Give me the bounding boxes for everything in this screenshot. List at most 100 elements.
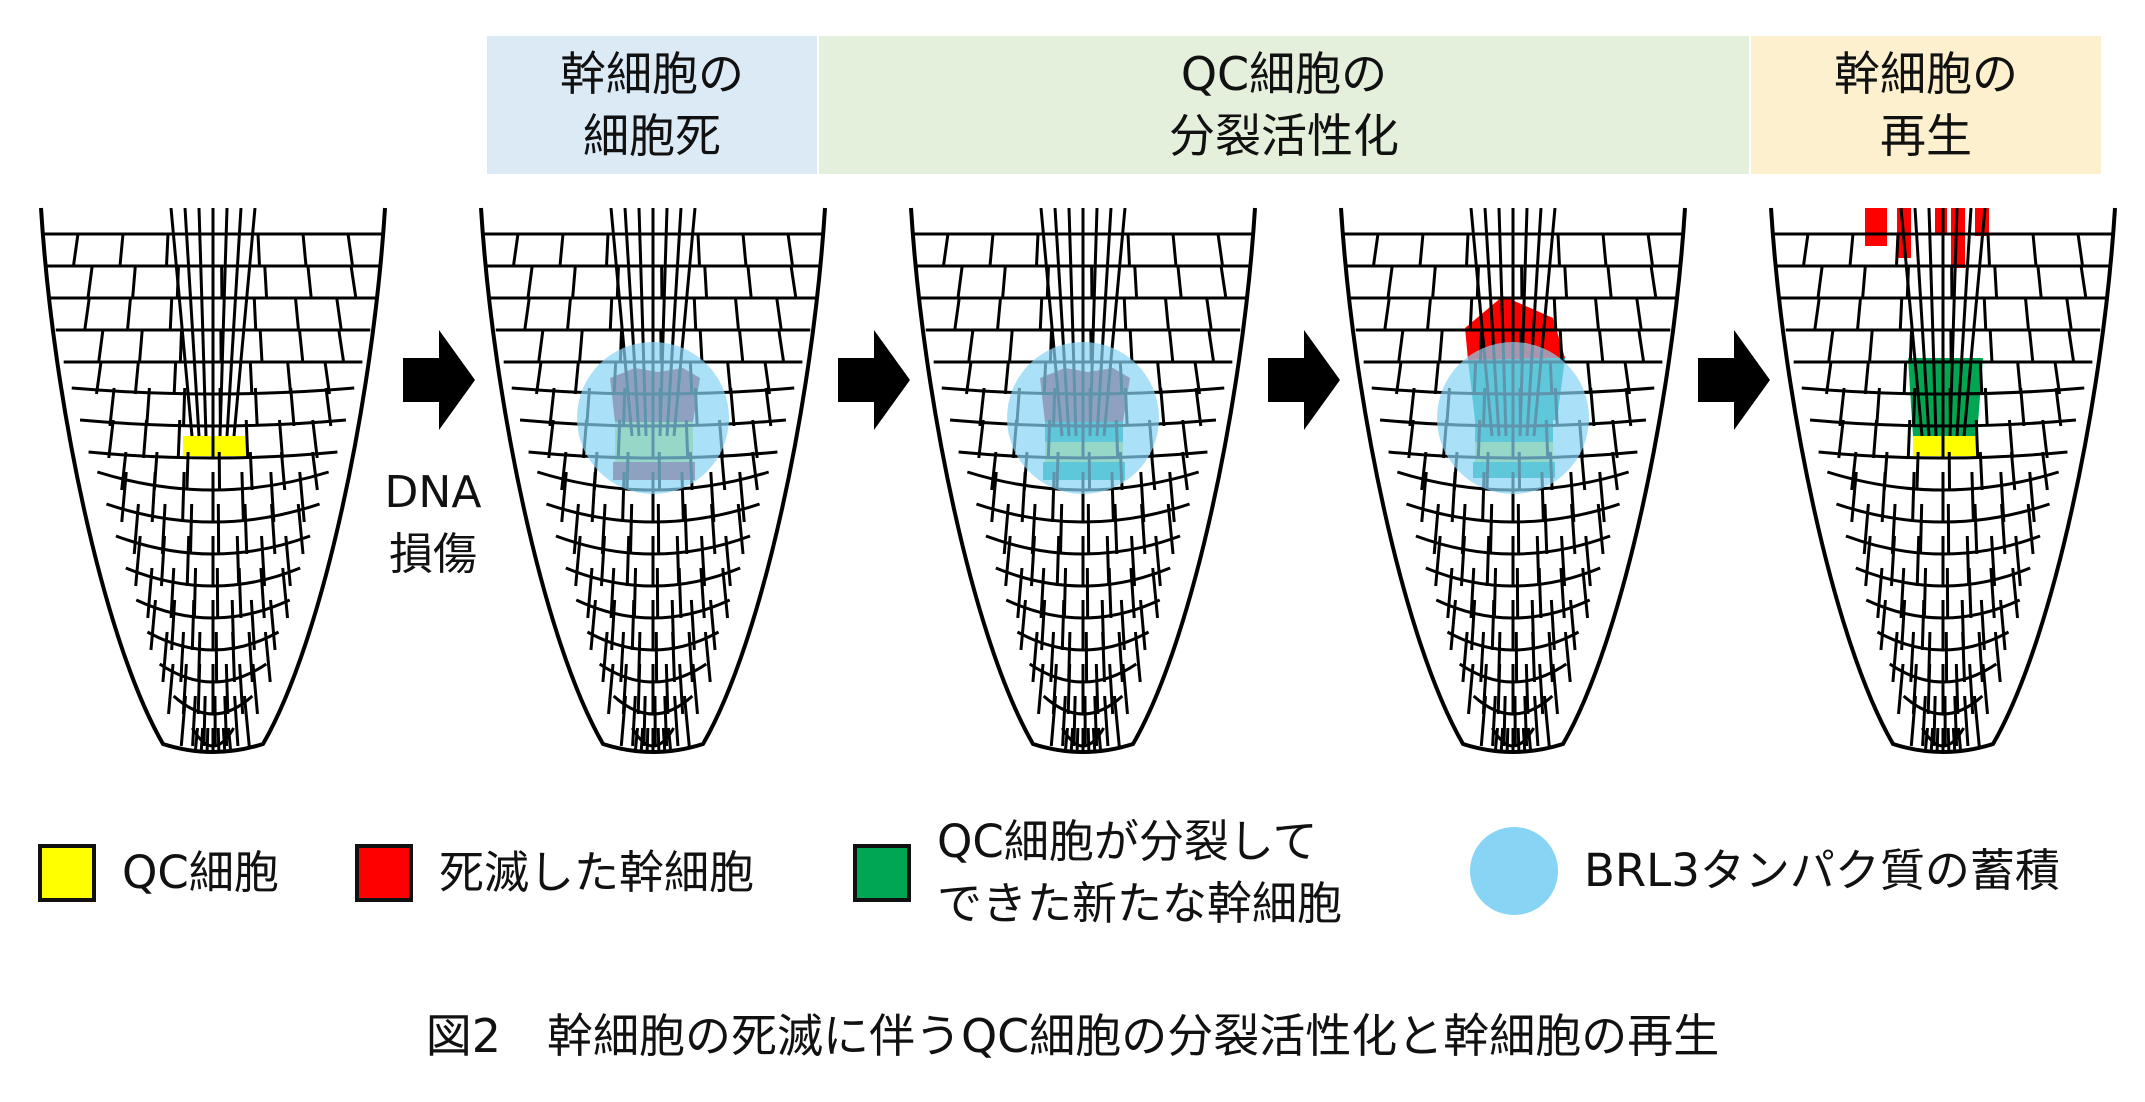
cell-wall [1838, 387, 1846, 427]
cell-wall [1531, 631, 1536, 683]
cell-wall [191, 695, 197, 747]
legend-label: QC細胞 [122, 846, 279, 899]
cell-wall [1485, 535, 1491, 587]
cell-wall [1151, 567, 1160, 619]
cell-wall [698, 329, 704, 363]
cell-wall [1876, 567, 1884, 619]
cell-wall [1091, 727, 1098, 752]
cell-wall [1891, 631, 1899, 683]
cell-wall [1168, 329, 1175, 363]
cell-wall [673, 695, 680, 747]
cell-wall [142, 419, 149, 459]
cell-wall [2028, 329, 2035, 363]
cell-wall [1194, 387, 1203, 427]
stele-wall [232, 208, 257, 437]
cell-wall [1020, 471, 1027, 523]
cell-wall [729, 387, 736, 427]
stele-wall [197, 208, 208, 437]
cell-wall [1488, 503, 1494, 555]
cell-wall [638, 727, 645, 752]
cell-wall [298, 329, 305, 363]
legend-item-new-stem-cell: QC細胞が分裂して できた新たな幹細胞 [853, 811, 1342, 935]
cell-wall [631, 727, 639, 752]
cell-wall [1408, 387, 1416, 427]
cell-wall [1103, 695, 1110, 747]
root-tip [1339, 207, 1687, 754]
cell-wall [105, 502, 321, 524]
cell-wall [1915, 535, 1921, 587]
legend-item-brl3: BRL3タンパク質の蓄積 [1470, 827, 2060, 915]
dead-stem-cells [1935, 208, 1947, 234]
cell-wall [1946, 727, 1952, 752]
cell-wall [1449, 599, 1457, 651]
cell-wall [1837, 419, 1845, 459]
cell-wall [656, 727, 662, 752]
figure-caption: 図2 幹細胞の死滅に伴うQC細胞の分裂活性化と幹細胞の再生 [425, 1009, 1720, 1063]
cell-wall [1371, 233, 1380, 267]
cell-wall [188, 503, 194, 555]
cell-wall [190, 599, 196, 651]
cell-wall [258, 329, 264, 363]
cell-wall [1004, 535, 1012, 587]
cell-wall [1066, 663, 1072, 715]
cell-wall [1126, 233, 1132, 267]
cell-wall [1993, 631, 2002, 683]
cell-wall [526, 265, 534, 299]
cell-wall [631, 695, 637, 747]
cell-wall [1889, 535, 1896, 587]
stele-wall [183, 208, 201, 437]
cell-wall [1168, 471, 1176, 523]
cell-wall [1086, 727, 1092, 752]
root-tip [909, 207, 1257, 754]
cell-wall [956, 265, 964, 299]
cell-wall [263, 631, 272, 683]
cell-wall [1049, 631, 1056, 683]
stele-wall [218, 208, 229, 437]
cell-wall [1581, 567, 1590, 619]
cell-wall [664, 663, 670, 715]
cell-wall [233, 695, 240, 747]
cell-wall [1112, 695, 1121, 747]
cell-wall [607, 663, 615, 715]
cell-wall [1601, 233, 1608, 267]
cell-wall [696, 233, 702, 267]
cell-wall [721, 567, 730, 619]
cell-wall [1459, 535, 1466, 587]
cell-wall [1038, 297, 1044, 331]
cell-wall [1863, 361, 1870, 395]
cell-wall [149, 599, 157, 651]
cell-wall [1596, 503, 1605, 555]
cell-wall [1906, 419, 1912, 459]
cell-wall [324, 387, 333, 427]
cell-wall [1034, 233, 1040, 267]
cell-wall [1558, 329, 1564, 363]
cell-walls [1341, 208, 1685, 752]
cell-wall [1219, 265, 1228, 299]
cell-wall [1563, 631, 1572, 683]
cell-wall [172, 361, 178, 395]
cell-wall [1504, 727, 1510, 752]
cell-wall [1926, 663, 1932, 715]
dna-damage-label: DNA 損傷 [384, 467, 482, 580]
cell-wall [978, 387, 986, 427]
cell-wall [179, 695, 187, 747]
cell-wall [1521, 727, 1528, 752]
cell-wall [1543, 503, 1549, 555]
brl3-accumulation [577, 342, 729, 494]
cell-wall [1963, 695, 1970, 747]
cell-wall [1584, 535, 1592, 587]
cell-wall [1060, 599, 1066, 651]
cell-wall [244, 419, 250, 459]
cell-wall [277, 419, 284, 459]
cell-wall [242, 695, 251, 747]
cell-wall [2019, 387, 2026, 427]
cell-wall [1001, 265, 1007, 299]
cell-wall [1498, 727, 1505, 752]
cell-wall [1121, 663, 1129, 715]
legend-swatch-brl3 [1470, 827, 1558, 915]
cell-wall [168, 297, 174, 331]
cell-wall [996, 297, 1002, 331]
cell-wall [71, 233, 80, 267]
cell-wall [1990, 535, 1997, 587]
